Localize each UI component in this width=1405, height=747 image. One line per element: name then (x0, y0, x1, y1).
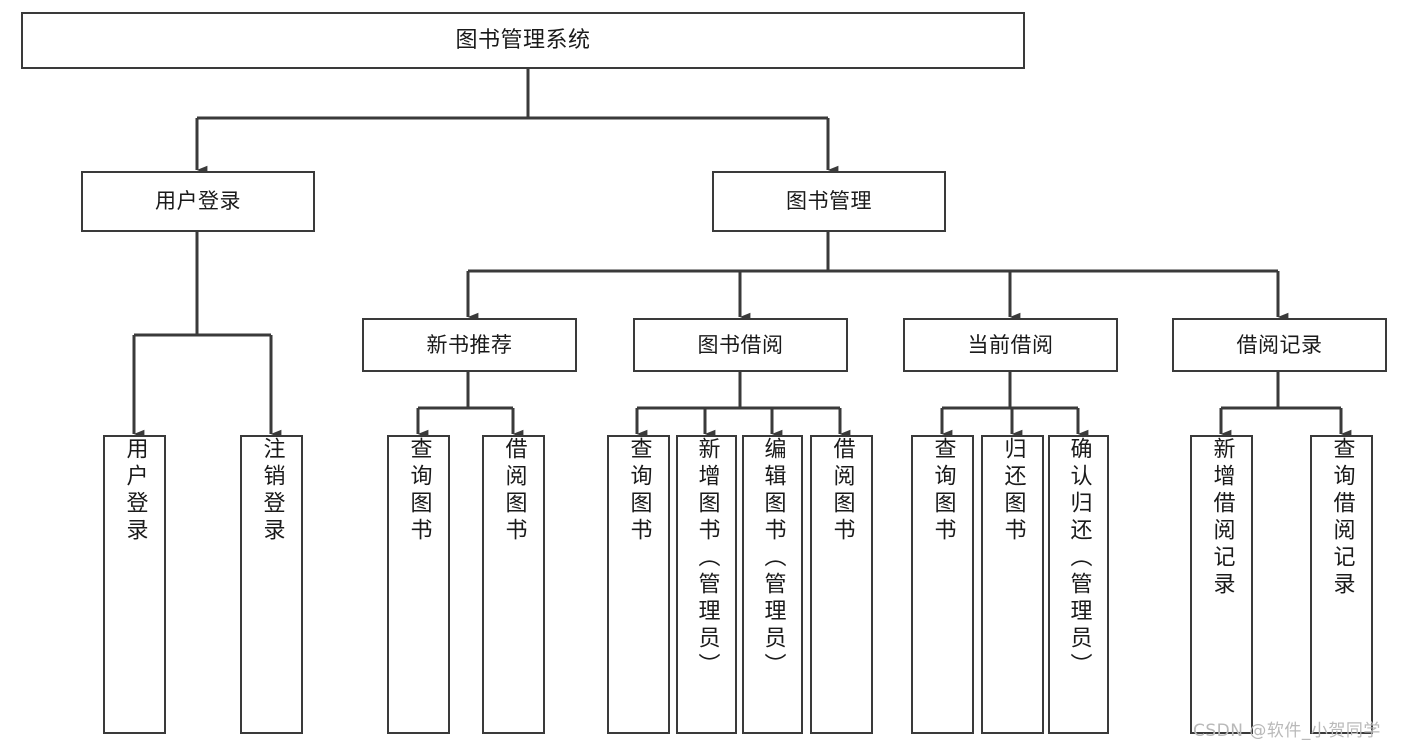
node-leaf-edit-book-admin[interactable]: 编辑图书（管理员） (742, 435, 803, 734)
node-leaf-add-borrow-record-label: 新增借阅记录 (1209, 437, 1235, 599)
node-leaf-query-borrow-record-label: 查询借阅记录 (1329, 437, 1355, 599)
node-leaf-borrow-book-1-label: 借阅图书 (501, 437, 527, 545)
node-leaf-query-book-3[interactable]: 查询图书 (911, 435, 974, 734)
node-leaf-query-book-1[interactable]: 查询图书 (387, 435, 450, 734)
node-new-book-recommend[interactable]: 新书推荐 (362, 318, 577, 372)
node-leaf-borrow-book-2[interactable]: 借阅图书 (810, 435, 873, 734)
node-root[interactable]: 图书管理系统 (21, 12, 1025, 69)
node-leaf-borrow-book-2-label: 借阅图书 (829, 437, 855, 545)
node-user-login-label: 用户登录 (155, 189, 241, 214)
node-root-label: 图书管理系统 (455, 27, 591, 53)
node-leaf-logout-login[interactable]: 注销登录 (240, 435, 303, 734)
node-leaf-query-book-2-label: 查询图书 (626, 437, 652, 545)
node-leaf-edit-book-admin-label: 编辑图书（管理员） (760, 437, 786, 680)
node-book-borrow[interactable]: 图书借阅 (633, 318, 848, 372)
node-current-borrow-label: 当前借阅 (967, 332, 1054, 357)
node-current-borrow[interactable]: 当前借阅 (903, 318, 1118, 372)
node-leaf-add-borrow-record[interactable]: 新增借阅记录 (1190, 435, 1253, 734)
node-leaf-return-book-label: 归还图书 (1000, 437, 1026, 545)
node-leaf-confirm-return-admin[interactable]: 确认归还（管理员） (1048, 435, 1109, 734)
node-leaf-add-book-admin-label: 新增图书（管理员） (694, 437, 720, 680)
connector-lines (132, 69, 1352, 439)
node-leaf-confirm-return-admin-label: 确认归还（管理员） (1066, 437, 1092, 680)
node-borrow-record-label: 借阅记录 (1236, 332, 1323, 357)
node-leaf-query-book-2[interactable]: 查询图书 (607, 435, 670, 734)
node-borrow-record[interactable]: 借阅记录 (1172, 318, 1387, 372)
csdn-watermark: CSDN @软件_小贺同学 (1193, 721, 1381, 741)
node-leaf-logout-login-label: 注销登录 (259, 437, 285, 545)
node-book-manage[interactable]: 图书管理 (712, 171, 946, 232)
node-leaf-user-login[interactable]: 用户登录 (103, 435, 166, 734)
node-leaf-query-book-1-label: 查询图书 (406, 437, 432, 545)
node-leaf-query-borrow-record[interactable]: 查询借阅记录 (1310, 435, 1373, 734)
node-user-login[interactable]: 用户登录 (81, 171, 315, 232)
node-book-borrow-label: 图书借阅 (697, 332, 784, 357)
node-leaf-add-book-admin[interactable]: 新增图书（管理员） (676, 435, 737, 734)
node-book-manage-label: 图书管理 (786, 189, 872, 214)
node-leaf-user-login-label: 用户登录 (122, 437, 148, 545)
node-new-book-recommend-label: 新书推荐 (426, 332, 513, 357)
node-leaf-query-book-3-label: 查询图书 (930, 437, 956, 545)
node-leaf-borrow-book-1[interactable]: 借阅图书 (482, 435, 545, 734)
node-leaf-return-book[interactable]: 归还图书 (981, 435, 1044, 734)
